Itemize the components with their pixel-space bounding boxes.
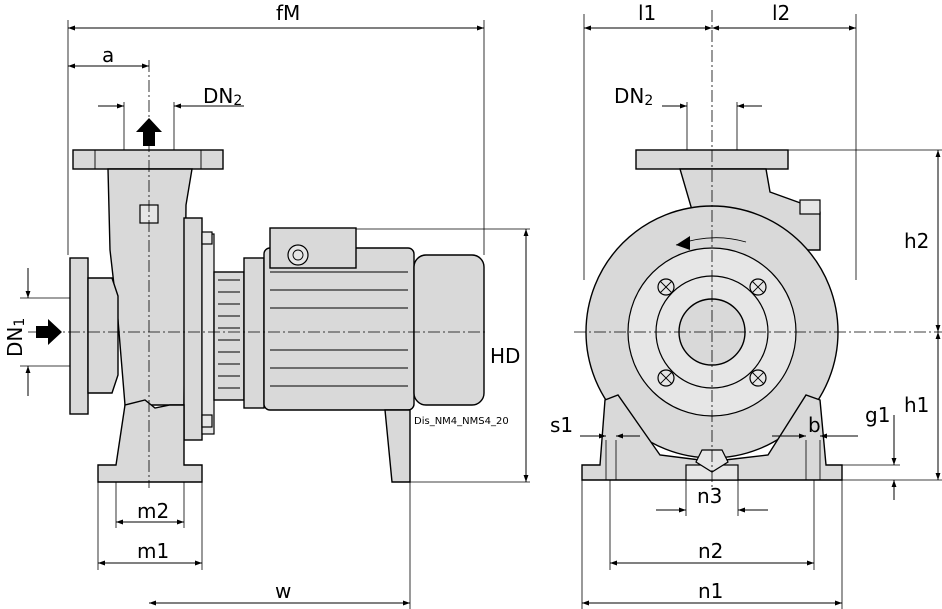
motor-foot	[384, 409, 411, 483]
label-m2: m2	[137, 499, 169, 523]
label-dn2-right: DN2	[614, 84, 653, 109]
suction-flange	[69, 257, 89, 415]
front-view	[574, 10, 942, 488]
coupling-guard	[213, 271, 245, 401]
motor-fins	[270, 271, 408, 387]
fan-cover	[413, 254, 485, 406]
side-view-dimensions	[20, 20, 530, 609]
side-view	[28, 60, 488, 488]
label-fM: fM	[276, 1, 300, 25]
suction-arrow-icon	[36, 319, 62, 345]
label-dn1: DN1	[3, 318, 28, 357]
label-m1: m1	[137, 539, 169, 563]
label-n2: n2	[698, 539, 723, 563]
label-n3: n3	[697, 484, 722, 508]
label-h2: h2	[904, 229, 929, 253]
label-n1: n1	[698, 579, 723, 603]
discharge-arrow-icon	[136, 118, 162, 146]
label-g1: g1	[865, 403, 890, 427]
label-h1: h1	[904, 393, 929, 417]
label-b: b	[808, 413, 821, 437]
cable-gland	[287, 244, 309, 266]
drawing-code: Dis_NM4_NMS4_20	[414, 416, 509, 427]
pump-foot	[97, 399, 203, 483]
label-l2: l2	[772, 1, 790, 25]
label-a: a	[102, 43, 114, 67]
dimension-labels: fM a DN2 DN1 HD m2 m1 w Dis_NM4_NMS4_20 …	[3, 1, 929, 603]
suction-nozzle	[87, 277, 119, 394]
label-HD: HD	[490, 344, 520, 368]
label-w: w	[275, 579, 291, 603]
terminal-box	[269, 227, 357, 269]
motor-flange	[243, 257, 265, 409]
casing-back	[183, 217, 203, 441]
pump-neck	[107, 168, 193, 406]
label-l1: l1	[638, 1, 656, 25]
discharge-flange	[72, 149, 224, 170]
flange-bolts	[657, 278, 767, 387]
label-dn2-left: DN2	[203, 84, 242, 109]
coupling-mesh	[218, 279, 240, 389]
front-view-dimensions	[580, 14, 942, 609]
label-s1: s1	[550, 413, 573, 437]
